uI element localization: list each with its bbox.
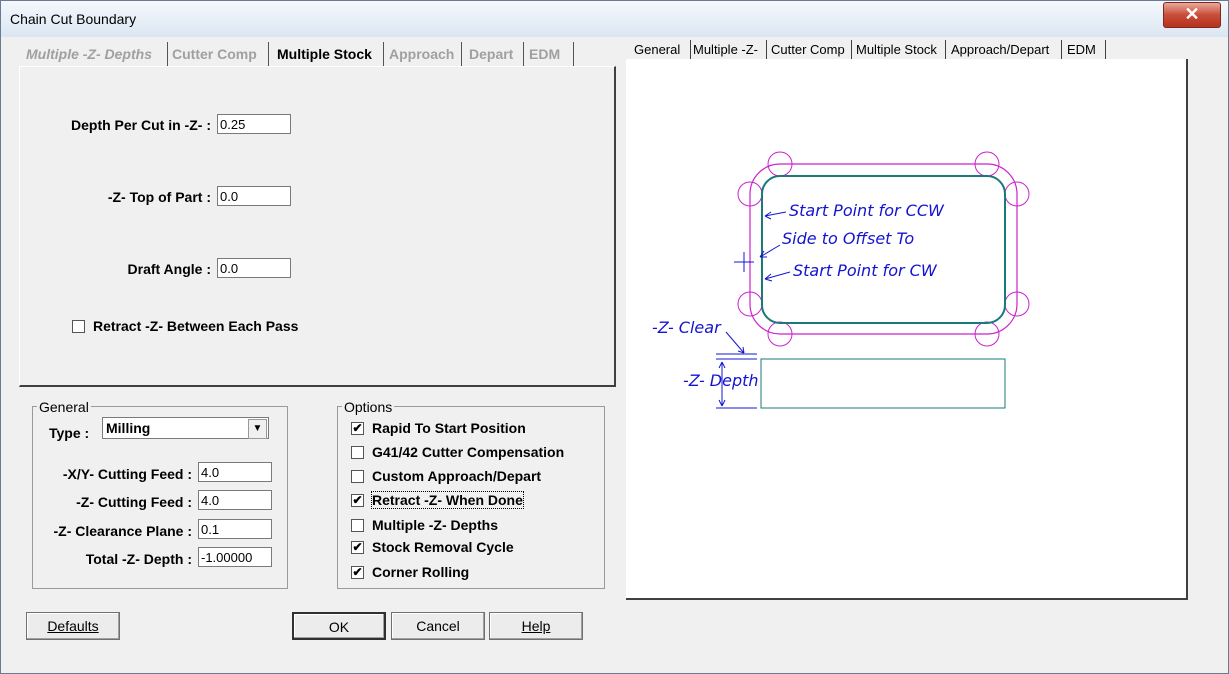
tab-approach[interactable]: Approach — [387, 42, 462, 66]
tab-multiple-stock[interactable]: Multiple Stock — [275, 42, 384, 66]
total-depth-label: Total -Z- Depth : — [85, 551, 192, 567]
retract-between-pass-label: Retract -Z- Between Each Pass — [93, 318, 299, 334]
option-label: Rapid To Start Position — [372, 420, 526, 436]
tab-multiple-z-depths[interactable]: Multiple -Z- Depths — [24, 42, 168, 66]
preview-panel: Start Point for CCW Side to Offset To St… — [626, 59, 1188, 600]
tab-edm[interactable]: EDM — [527, 42, 574, 66]
options-group-title: Options — [342, 399, 395, 415]
type-select[interactable]: Milling ▼ — [102, 417, 269, 439]
ok-button[interactable]: OK — [292, 612, 386, 640]
check-icon: ✔ — [352, 421, 363, 435]
title-bar[interactable]: Chain Cut Boundary ✕ — [1, 1, 1228, 37]
cw-label: Start Point for CW — [793, 261, 938, 280]
defaults-button[interactable]: Defaults — [26, 612, 120, 640]
option-checkbox[interactable]: ✔ — [351, 494, 364, 507]
option-checkbox[interactable]: ✔ — [351, 541, 364, 554]
part-outline — [761, 175, 1006, 324]
draft-angle-input[interactable] — [217, 258, 291, 278]
general-group — [32, 406, 288, 589]
general-group-title: General — [37, 399, 91, 415]
ok-button-label: OK — [328, 619, 350, 635]
multiple-stock-panel — [19, 66, 616, 387]
retract-between-pass-checkbox[interactable] — [72, 320, 85, 333]
xy-feed-label: -X/Y- Cutting Feed : — [62, 466, 192, 482]
options-group — [337, 406, 605, 589]
clearance-plane-input[interactable] — [198, 519, 272, 539]
cancel-button-label: Cancel — [416, 618, 460, 634]
offset-boundary — [749, 163, 1018, 335]
check-icon: ✔ — [352, 540, 363, 554]
option-label: Custom Approach/Depart — [372, 468, 542, 484]
window-title: Chain Cut Boundary — [10, 11, 137, 27]
depth-per-cut-label: Depth Per Cut in -Z- : — [71, 117, 211, 133]
z-depth-label: -Z- Depth — [683, 371, 759, 390]
option-label: Corner Rolling — [372, 564, 470, 580]
option-label: Stock Removal Cycle — [372, 539, 514, 555]
tab-edm-preview[interactable]: EDM — [1065, 40, 1106, 59]
close-icon: ✕ — [1184, 4, 1200, 24]
check-icon: ✔ — [352, 493, 363, 507]
top-of-part-label: -Z- Top of Part : — [107, 189, 211, 205]
tab-cutter-comp-preview[interactable]: Cutter Comp — [769, 40, 852, 59]
option-checkbox[interactable] — [351, 519, 364, 532]
total-depth-input[interactable] — [198, 547, 272, 567]
option-label: Multiple -Z- Depths — [372, 517, 498, 533]
tab-multiple-stock-preview[interactable]: Multiple Stock — [854, 40, 946, 59]
top-of-part-input[interactable] — [217, 186, 291, 206]
option-checkbox[interactable] — [351, 446, 364, 459]
defaults-button-label: Defaults — [47, 618, 99, 634]
tab-depart[interactable]: Depart — [467, 42, 524, 66]
clearance-plane-label: -Z- Clearance Plane : — [53, 523, 193, 539]
tab-cutter-comp[interactable]: Cutter Comp — [170, 42, 269, 66]
draft-angle-label: Draft Angle : — [127, 261, 211, 277]
tab-multiple-z[interactable]: Multiple -Z- — [691, 40, 767, 59]
xy-feed-input[interactable] — [198, 462, 272, 482]
option-label: G41/42 Cutter Compensation — [372, 444, 565, 460]
depth-section — [760, 358, 1006, 409]
cancel-button[interactable]: Cancel — [391, 612, 485, 640]
cw-arrow — [764, 271, 791, 282]
type-label: Type : — [49, 425, 90, 441]
help-button-label: Help — [521, 618, 551, 634]
option-checkbox[interactable]: ✔ — [351, 422, 364, 435]
tab-general[interactable]: General — [632, 40, 691, 59]
option-checkbox[interactable]: ✔ — [351, 566, 364, 579]
close-button[interactable]: ✕ — [1163, 2, 1221, 28]
toolpath-diagram: Start Point for CCW Side to Offset To St… — [652, 151, 1030, 409]
depth-per-cut-input[interactable] — [217, 114, 291, 134]
option-label: Retract -Z- When Done — [371, 491, 524, 509]
z-clear-label: -Z- Clear — [652, 318, 722, 337]
option-checkbox[interactable] — [351, 470, 364, 483]
chevron-down-icon[interactable]: ▼ — [248, 419, 267, 439]
check-icon: ✔ — [352, 565, 363, 579]
ccw-label: Start Point for CCW — [789, 201, 945, 220]
side-label: Side to Offset To — [782, 229, 914, 248]
ccw-arrow — [764, 211, 787, 220]
side-arrow — [759, 244, 781, 258]
tab-approach-depart[interactable]: Approach/Depart — [949, 40, 1062, 59]
z-feed-input[interactable] — [198, 490, 272, 510]
help-button[interactable]: Help — [489, 612, 583, 640]
type-select-value: Milling — [106, 420, 151, 436]
z-feed-label: -Z- Cutting Feed : — [76, 494, 192, 510]
